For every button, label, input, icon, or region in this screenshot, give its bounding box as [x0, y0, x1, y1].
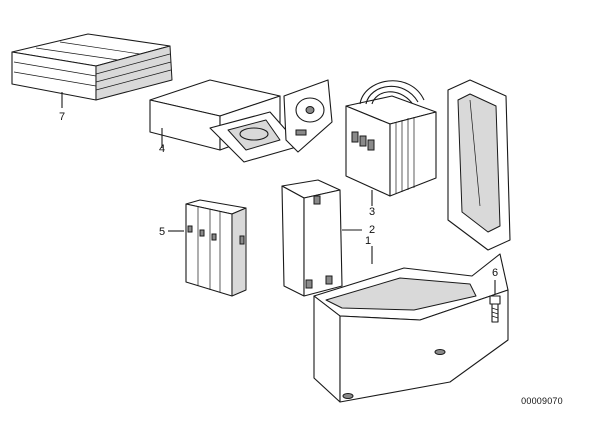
callout-5: 5	[159, 226, 165, 238]
part-cd-player-box	[149, 79, 333, 163]
part-screw	[489, 280, 501, 323]
callout-1: 1	[365, 235, 371, 247]
callout-6: 6	[492, 267, 498, 279]
part-cd-magazine-holder	[345, 80, 437, 206]
drawing-code: 00009070	[521, 396, 563, 406]
part-magazine-stack	[11, 33, 173, 108]
callout-2-label: 2	[369, 224, 375, 236]
part-armrest-console	[313, 79, 511, 403]
part-magazine-set	[168, 199, 247, 297]
part-storage-tray	[281, 179, 362, 297]
callout-7: 7	[59, 111, 65, 123]
callout-4: 4	[159, 143, 165, 155]
callout-3: 3	[369, 206, 375, 218]
